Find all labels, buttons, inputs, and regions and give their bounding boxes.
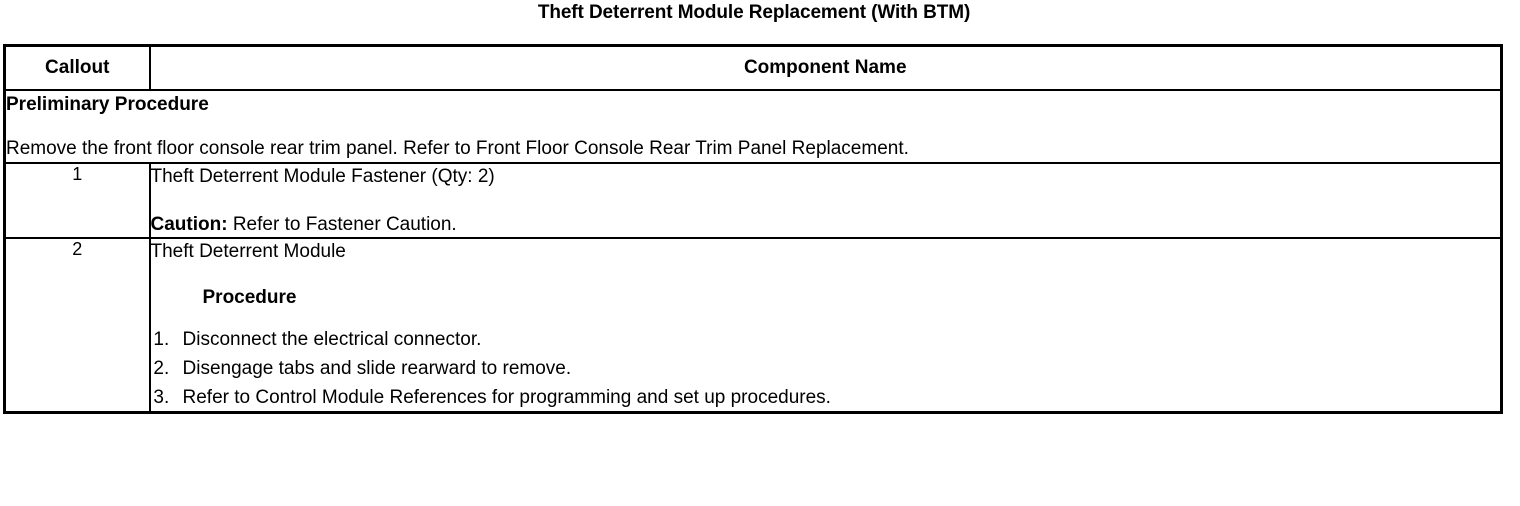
list-item: Disengage tabs and slide rearward to rem… xyxy=(175,356,1501,382)
preliminary-procedure-heading: Preliminary Procedure xyxy=(6,94,209,115)
component-name-2: Theft Deterrent Module xyxy=(150,241,346,263)
callout-number-2: 2 xyxy=(3,237,151,414)
procedure-table: Callout Component Name Preliminary Proce… xyxy=(3,44,1503,415)
table-header-row: Callout Component Name xyxy=(3,44,1503,91)
page-title: Theft Deterrent Module Replacement (With… xyxy=(537,2,971,23)
spacer xyxy=(151,265,1501,285)
callout-number-1: 1 xyxy=(3,162,151,240)
caution-note-1: Caution: Refer to Fastener Caution. xyxy=(151,212,1501,238)
table-row: 1 Theft Deterrent Module Fastener (Qty: … xyxy=(3,162,1503,240)
preliminary-procedure-cell: Preliminary Procedure Remove the front f… xyxy=(3,88,1503,165)
caution-text: Refer to Fastener Caution. xyxy=(227,213,457,235)
table-row: 2 Theft Deterrent Module Procedure Disco… xyxy=(3,237,1503,414)
caution-label: Caution: xyxy=(150,213,228,235)
spacer xyxy=(151,190,1501,212)
component-cell-1: Theft Deterrent Module Fastener (Qty: 2)… xyxy=(148,162,1503,240)
component-cell-2: Theft Deterrent Module Procedure Disconn… xyxy=(148,237,1503,414)
procedure-step-list: Disconnect the electrical connector. Dis… xyxy=(151,327,1501,412)
list-item: Refer to Control Module References for p… xyxy=(175,385,1501,411)
procedure-heading: Procedure xyxy=(202,287,297,309)
preliminary-procedure-text: Remove the front floor console rear trim… xyxy=(6,137,909,159)
header-callout: Callout xyxy=(3,44,151,91)
component-name-1: Theft Deterrent Module Fastener (Qty: 2) xyxy=(150,166,495,188)
header-component-name: Component Name xyxy=(148,44,1503,91)
list-item: Disconnect the electrical connector. xyxy=(175,327,1501,353)
preliminary-procedure-row: Preliminary Procedure Remove the front f… xyxy=(3,88,1503,165)
